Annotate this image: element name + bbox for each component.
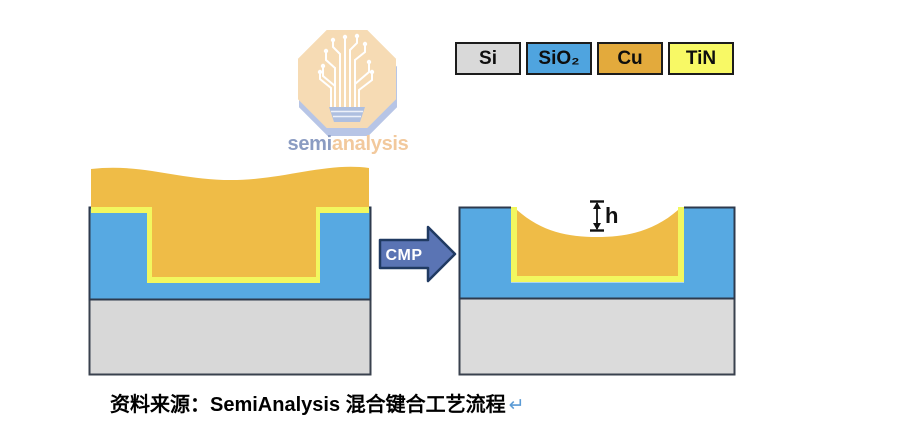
cmp-arrow: CMP bbox=[378, 225, 457, 283]
cmp-arrow-label: CMP bbox=[385, 247, 422, 264]
material-legend: Si SiO₂ Cu TiN bbox=[455, 42, 734, 75]
cross-section-before-cmp bbox=[88, 166, 372, 376]
legend-item-cu: Cu bbox=[597, 42, 663, 75]
brand-wordmark: semianalysis bbox=[283, 133, 413, 155]
cross-section-after-cmp: h bbox=[458, 200, 736, 376]
circuit-tree-icon bbox=[319, 37, 373, 108]
bulb-base-lines bbox=[331, 110, 363, 118]
semianalysis-logo-icon bbox=[298, 30, 397, 136]
si-substrate-layer bbox=[88, 298, 372, 376]
logo-octagon bbox=[298, 30, 396, 128]
legend-label-sio2: SiO₂ bbox=[538, 47, 580, 69]
cu-overburden bbox=[91, 166, 369, 277]
legend-label-si: Si bbox=[479, 47, 497, 69]
dishing-height-marker bbox=[590, 200, 604, 232]
cu-fill-dished bbox=[517, 210, 678, 276]
caption-text: 资料来源：SemiAnalysis 混合键合工艺流程 bbox=[110, 394, 506, 416]
legend-label-tin: TiN bbox=[685, 47, 717, 69]
legend-item-tin: TiN bbox=[668, 42, 734, 75]
si-substrate-layer bbox=[458, 297, 736, 376]
cmp-arrow-shape bbox=[378, 225, 457, 283]
brand-prefix: semi bbox=[287, 133, 333, 155]
tin-liner bbox=[91, 207, 369, 283]
tin-liner bbox=[511, 207, 684, 282]
legend-item-sio2: SiO₂ bbox=[526, 42, 592, 75]
source-caption: 资料来源：SemiAnalysis 混合键合工艺流程↵ bbox=[110, 388, 525, 417]
circuit-tree-nodes bbox=[317, 33, 375, 75]
brand-suffix: analysis bbox=[331, 133, 409, 155]
legend-label-cu: Cu bbox=[617, 47, 643, 69]
legend-item-si: Si bbox=[455, 42, 521, 75]
paragraph-return-mark: ↵ bbox=[508, 395, 525, 416]
bulb-base-icon bbox=[329, 107, 365, 122]
dishing-height-label: h bbox=[605, 203, 618, 228]
